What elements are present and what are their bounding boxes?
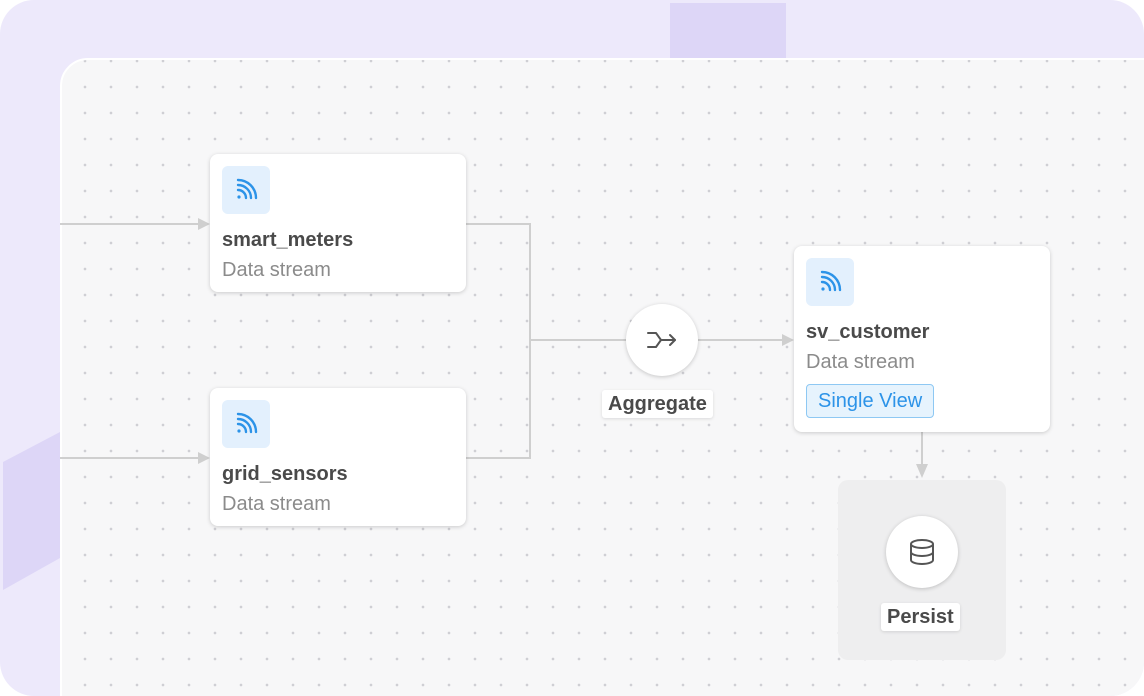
node-title: grid_sensors bbox=[222, 463, 348, 485]
rss-stream-icon bbox=[222, 400, 270, 448]
node-title: sv_customer bbox=[806, 321, 930, 343]
node-subtitle: Data stream bbox=[222, 259, 331, 281]
node-title: smart_meters bbox=[222, 229, 354, 251]
database-icon bbox=[910, 539, 934, 565]
aggregate-operation[interactable] bbox=[626, 304, 698, 376]
node-grid-sensors[interactable]: grid_sensors Data stream bbox=[210, 388, 466, 526]
node-subtitle: Data stream bbox=[222, 493, 331, 515]
persist-label: Persist bbox=[881, 603, 960, 631]
node-sv-customer[interactable]: sv_customer Data stream Single View bbox=[794, 246, 1050, 432]
merge-arrow-icon bbox=[647, 332, 676, 348]
rss-stream-icon bbox=[222, 166, 270, 214]
node-smart-meters[interactable]: smart_meters Data stream bbox=[210, 154, 466, 292]
node-subtitle: Data stream bbox=[806, 351, 915, 373]
single-view-badge[interactable]: Single View bbox=[806, 384, 935, 418]
aggregate-label: Aggregate bbox=[602, 390, 713, 418]
top-tab-accent bbox=[670, 3, 786, 59]
side-accent-shape bbox=[3, 432, 60, 590]
persist-operation[interactable] bbox=[886, 516, 958, 588]
rss-stream-icon bbox=[806, 258, 854, 306]
